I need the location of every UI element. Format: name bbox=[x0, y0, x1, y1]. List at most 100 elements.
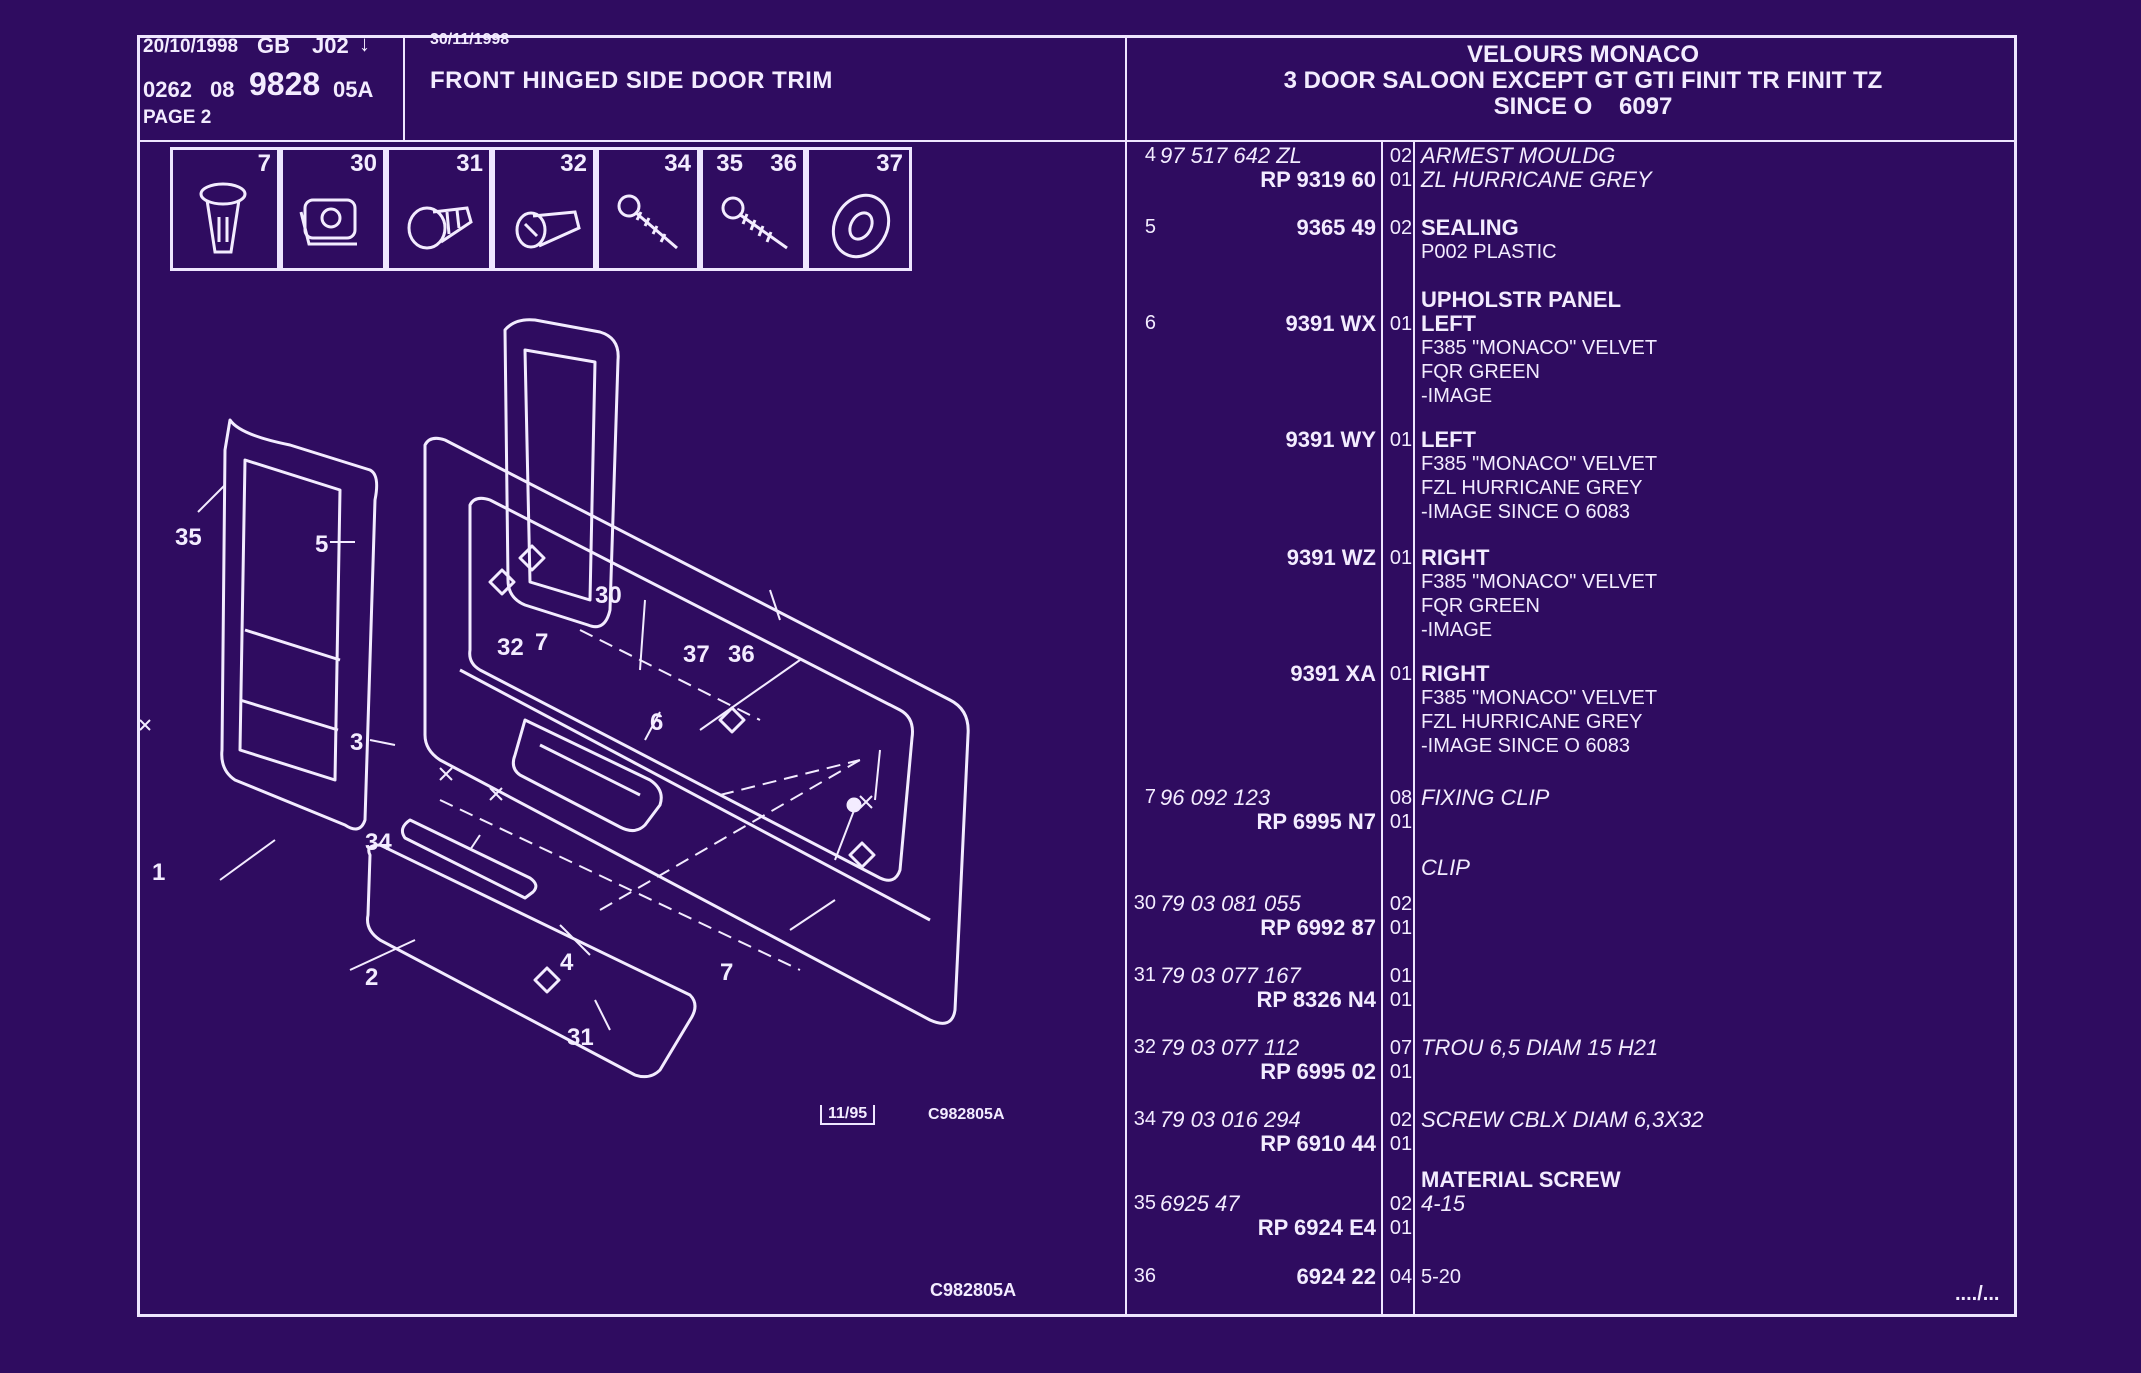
part-row-description: 4-15 bbox=[1421, 1192, 1465, 1216]
quantity-value: 01 bbox=[1389, 429, 1413, 451]
part-number: 79 03 077 112 bbox=[1160, 1035, 1300, 1060]
drawing-frame bbox=[137, 35, 2017, 1317]
replacement-number: 9391 WY bbox=[1285, 427, 1377, 452]
model-line-1: VELOURS MONACO bbox=[1466, 41, 1699, 68]
clip-icon bbox=[299, 198, 357, 246]
quantity-value: 01 bbox=[1389, 965, 1413, 987]
description-line: CLIP bbox=[1421, 855, 1470, 880]
part-number bbox=[1160, 1168, 1376, 1192]
part-row-quantity: 01 bbox=[1384, 312, 1418, 336]
part-row-quantity: 04 bbox=[1384, 1265, 1418, 1289]
replacement-number: RP 6995 02 bbox=[1260, 1059, 1376, 1084]
model-description: VELOURS MONACO 3 DOOR SALOON EXCEPT GT G… bbox=[1130, 42, 2036, 120]
part-bottom-trim bbox=[366, 843, 697, 1079]
description-line: ARMEST MOULDG bbox=[1421, 143, 1616, 168]
part-icon-31: 31 bbox=[386, 147, 492, 271]
description-line: F385 "MONACO" VELVET bbox=[1421, 571, 1658, 593]
quantity-value: 08 bbox=[1389, 787, 1413, 809]
description-line: FZL HURRICANE GREY bbox=[1421, 477, 1643, 499]
quantity-value: 01 bbox=[1389, 917, 1413, 939]
quantity-value: 01 bbox=[1389, 1217, 1413, 1239]
replacement-number: 9391 WX bbox=[1285, 311, 1377, 336]
header-num-big: 9828 bbox=[249, 66, 321, 102]
quantity-value: 02 bbox=[1389, 1193, 1413, 1215]
header-region: GB bbox=[257, 33, 290, 58]
description-line: SCREW CBLX DIAM 6,3X32 bbox=[1421, 1107, 1704, 1132]
description-line: MATERIAL SCREW bbox=[1421, 1167, 1621, 1192]
continued-marker: ..../... bbox=[1955, 1283, 2000, 1305]
replacement-number: 9391 WZ bbox=[1286, 545, 1376, 570]
part-number: 6925 47 bbox=[1160, 1191, 1240, 1216]
part-row-description: FIXING CLIP bbox=[1421, 786, 1549, 810]
part-row-index: 7 bbox=[1144, 786, 1156, 808]
diagram-ref-code-bottom: C982805A bbox=[930, 1280, 1017, 1300]
callout-32: 32 bbox=[497, 634, 524, 661]
replacement-number: 9391 XA bbox=[1290, 661, 1376, 686]
part-icon-7: 7 bbox=[170, 147, 280, 271]
diagram-ref-code: C982805A bbox=[928, 1106, 1005, 1123]
callout-37: 37 bbox=[683, 641, 710, 668]
quantity-value: 07 bbox=[1389, 1037, 1413, 1059]
quantity-value: 01 bbox=[1389, 989, 1413, 1011]
part-row-quantity: 01 bbox=[1384, 546, 1418, 570]
quantity-value: 02 bbox=[1389, 217, 1413, 239]
part-row-reference: 9391 XA bbox=[1160, 662, 1376, 686]
description-line: FZL HURRICANE GREY bbox=[1421, 711, 1643, 733]
part-upholstery-panel bbox=[423, 436, 970, 1025]
part-icon-32: 32 bbox=[492, 147, 596, 271]
part-row-index: 36 bbox=[1133, 1265, 1156, 1287]
description-line: TROU 6,5 DIAM 15 H21 bbox=[1421, 1035, 1659, 1060]
callout-3: 3 bbox=[350, 729, 363, 756]
part-row-description: TROU 6,5 DIAM 15 H21 bbox=[1421, 1036, 1658, 1060]
callout-36: 36 bbox=[728, 641, 755, 668]
quantity-value: 04 bbox=[1389, 1266, 1413, 1288]
part-door-pocket bbox=[220, 418, 379, 831]
part-icon-number: 35 bbox=[716, 150, 743, 177]
quantity-value: 01 bbox=[1389, 1061, 1413, 1083]
part-armrest-moulding bbox=[503, 318, 620, 629]
description-line: -IMAGE bbox=[1421, 385, 1493, 407]
part-row-index: 6 bbox=[1144, 312, 1156, 334]
part-row-index: 31 bbox=[1133, 964, 1156, 986]
part-row-index: 5 bbox=[1144, 216, 1156, 238]
exploded-diagram: 1 2 3 4 5 6 7 7 30 31 32 34 35 36 37 bbox=[140, 318, 970, 1079]
part-row-index: 32 bbox=[1133, 1036, 1156, 1058]
main-col-divider bbox=[1125, 35, 1127, 1317]
description-line: SEALING bbox=[1421, 215, 1519, 240]
part-row-reference: 9391 WZ bbox=[1160, 546, 1376, 570]
part-number: 79 03 016 294 bbox=[1160, 1107, 1301, 1132]
header-divider bbox=[137, 140, 2017, 142]
part-row-reference bbox=[1160, 1168, 1376, 1192]
part-row-reference: 9391 WX bbox=[1160, 311, 1377, 336]
header-date-2: 30/11/1998 bbox=[430, 31, 510, 48]
part-icon-number: 36 bbox=[770, 150, 797, 177]
description-line: FQR GREEN bbox=[1421, 595, 1540, 617]
header-col-divider-1 bbox=[403, 35, 405, 140]
description-line: -IMAGE bbox=[1421, 619, 1493, 641]
quantity-value: 01 bbox=[1389, 663, 1413, 685]
part-icon-30: 30 bbox=[280, 147, 386, 271]
part-number: 97 517 642 ZL bbox=[1160, 143, 1302, 168]
callout-5: 5 bbox=[315, 531, 328, 558]
description-line: LEFT bbox=[1421, 311, 1476, 336]
part-row-description: 5-20 bbox=[1421, 1265, 1461, 1289]
description-line: F385 "MONACO" VELVET bbox=[1421, 453, 1658, 475]
part-row-reference bbox=[1160, 288, 1376, 312]
model-line-2: 3 DOOR SALOON EXCEPT GT GTI FINIT TR FIN… bbox=[1283, 67, 1883, 94]
part-row-reference bbox=[1160, 856, 1376, 880]
list-col-divider-qty bbox=[1413, 140, 1415, 1317]
quantity-value: 02 bbox=[1389, 893, 1413, 915]
part-row-description: SCREW CBLX DIAM 6,3X32 bbox=[1421, 1108, 1703, 1132]
